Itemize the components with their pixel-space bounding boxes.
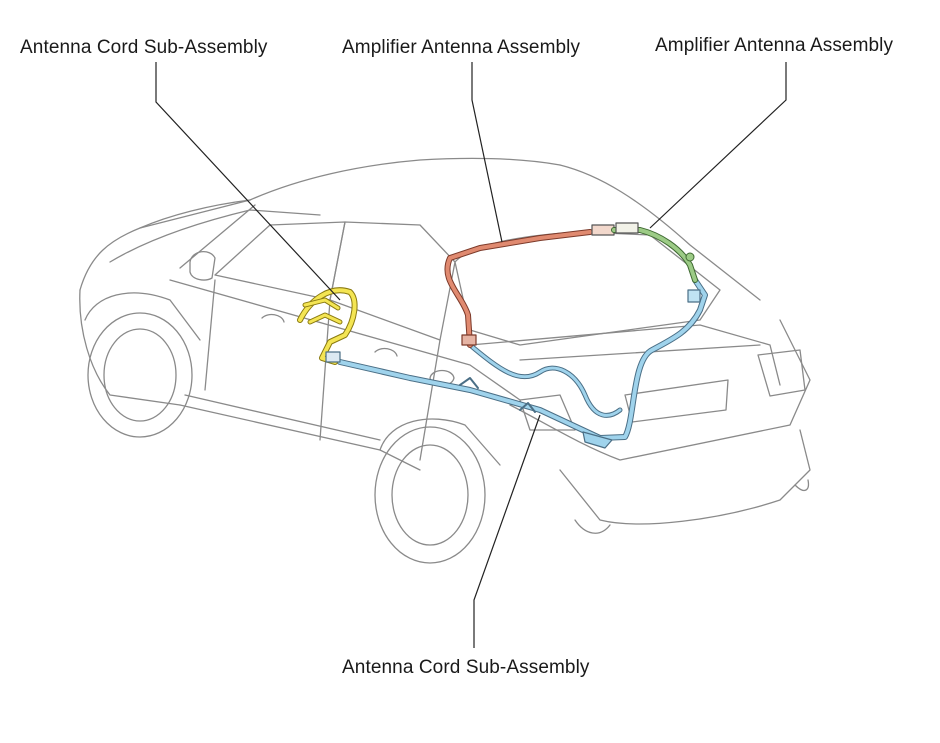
rear-wheel-rim xyxy=(391,444,469,546)
antenna-cord-rear xyxy=(337,277,708,449)
label-antenna-cord-front: Antenna Cord Sub-Assembly xyxy=(20,37,268,58)
sill-line xyxy=(184,394,381,441)
windshield-top xyxy=(139,199,251,229)
leader-amplifier-left xyxy=(471,62,503,243)
trunk-lid xyxy=(469,324,781,386)
rear-window-slope xyxy=(559,164,761,301)
car-outline xyxy=(79,157,811,564)
front-wheel-rim xyxy=(103,328,177,422)
rear-wheel xyxy=(374,426,486,564)
c-pillar-edge xyxy=(419,339,441,461)
label-amplifier-antenna-left: Amplifier Antenna Assembly xyxy=(342,37,581,58)
beltline xyxy=(169,279,521,401)
exhaust-right xyxy=(794,479,810,492)
roof-line xyxy=(249,157,561,201)
front-door-handle xyxy=(261,313,285,323)
exhaust-left xyxy=(574,519,611,534)
label-amplifier-antenna-right: Amplifier Antenna Assembly xyxy=(655,35,894,56)
a-pillar xyxy=(179,204,256,269)
front-wheel-arch xyxy=(84,292,201,341)
leader-antenna-cord-rear xyxy=(473,414,541,648)
amplifier-antenna-left xyxy=(444,224,615,348)
front-door-edge xyxy=(204,279,216,391)
leader-amplifier-right xyxy=(649,62,787,229)
hood-line xyxy=(79,199,251,291)
windshield-base xyxy=(109,209,321,263)
front-wheel xyxy=(87,312,193,438)
license-plate xyxy=(624,379,729,423)
rear-door-edge xyxy=(319,299,331,441)
leader-antenna-cord-front xyxy=(155,62,341,301)
rear-side-window xyxy=(329,221,456,341)
left-taillight xyxy=(519,394,576,431)
front-side-window xyxy=(214,221,346,301)
side-mirror xyxy=(189,251,216,281)
leader-lines xyxy=(155,62,787,648)
label-antenna-cord-rear: Antenna Cord Sub-Assembly xyxy=(342,657,590,678)
rear-bumper xyxy=(559,429,811,525)
rocker-line xyxy=(179,404,421,471)
front-bumper xyxy=(79,289,181,406)
right-taillight xyxy=(757,349,806,397)
trunk-edge xyxy=(519,344,761,361)
rear-wheel-arch xyxy=(379,418,501,466)
antenna-cord-front xyxy=(297,287,358,365)
rear-door-handle xyxy=(374,347,398,357)
amplifier-antenna-right xyxy=(611,222,701,303)
